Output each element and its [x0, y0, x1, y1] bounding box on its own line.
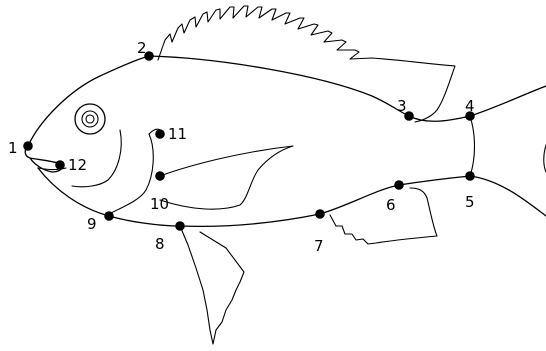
landmark-6-dot: [394, 180, 404, 190]
landmark-12-label: 12: [68, 156, 87, 174]
landmark-7-label: 7: [314, 237, 324, 255]
landmark-5-label: 5: [465, 193, 475, 211]
landmark-7-dot: [315, 209, 325, 219]
eye-inner: [82, 111, 98, 127]
anal-fin: [330, 188, 437, 244]
landmark-11-label: 11: [168, 125, 187, 143]
landmark-1-label: 1: [8, 139, 18, 157]
landmark-1-dot: [23, 141, 33, 151]
landmark-6-label: 6: [386, 196, 396, 214]
landmark-10-dot: [155, 171, 165, 181]
pelvic-fin: [180, 226, 244, 344]
landmark-3-label: 3: [397, 97, 407, 115]
landmark-5-dot: [465, 171, 475, 181]
landmark-8-dot: [175, 221, 185, 231]
caudal-fin-base: [470, 116, 475, 176]
landmark-9-label: 9: [87, 215, 97, 233]
opercle-margin: [109, 134, 153, 214]
landmark-12-dot: [55, 160, 65, 170]
eye-outer: [75, 104, 105, 134]
landmark-8-label: 8: [155, 235, 165, 253]
dorsal-fin: [158, 6, 455, 122]
landmark-11-dot: [155, 129, 165, 139]
pectoral-fin: [160, 146, 293, 209]
landmark-4-label: 4: [465, 97, 475, 115]
eye-pupil: [86, 115, 94, 123]
landmark-10-label: 10: [150, 195, 169, 213]
landmark-9-dot: [104, 211, 114, 221]
landmark-2-label: 2: [137, 39, 147, 57]
